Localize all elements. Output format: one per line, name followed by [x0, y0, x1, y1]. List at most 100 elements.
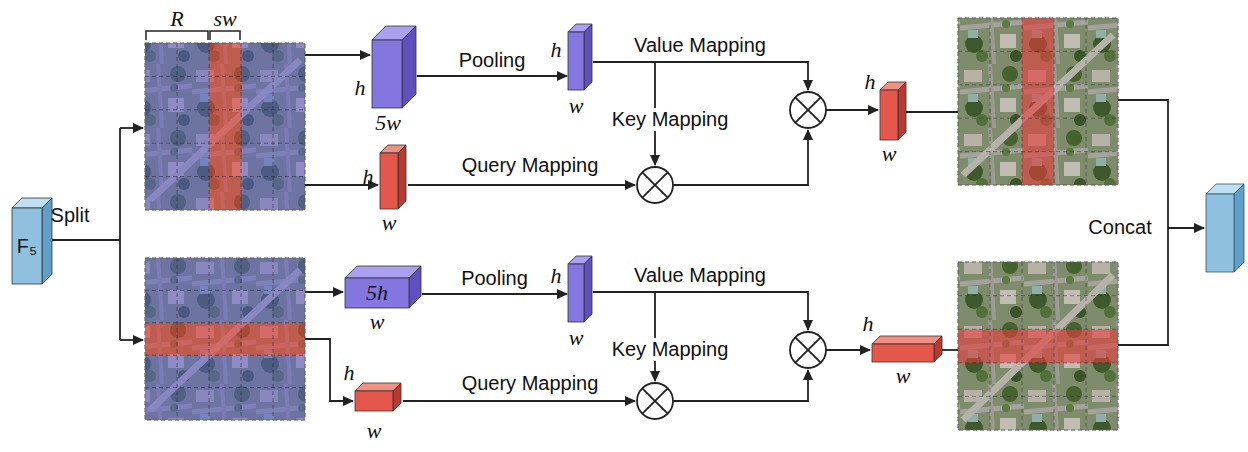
dimension-label: F₅ — [17, 235, 37, 258]
feature-tensor — [1206, 194, 1234, 272]
operation-label: Query Mapping — [462, 372, 599, 395]
tensor-block: hw — [880, 82, 906, 140]
flow-wire — [1168, 227, 1204, 229]
dimension-label: w — [882, 141, 897, 167]
tensor-face — [872, 344, 934, 362]
multiply-symbol — [642, 388, 667, 413]
aerial-image — [958, 18, 1118, 185]
aerial-image — [145, 43, 305, 210]
tensor-face — [409, 266, 421, 308]
dimension-label: h — [863, 311, 874, 337]
dimension-label: h — [551, 37, 562, 63]
tensor-face — [584, 24, 592, 90]
tensor-cube — [568, 24, 592, 90]
flow-wire — [120, 127, 143, 129]
flow-wire — [673, 130, 808, 185]
multiply-symbol — [637, 92, 826, 419]
flow-wire — [1118, 228, 1168, 345]
aerial-image — [958, 262, 1118, 430]
aerial-image — [145, 43, 305, 210]
tensor-cube — [355, 383, 401, 411]
dimension-label: h — [363, 164, 374, 190]
flow-wire — [52, 239, 120, 241]
tensor-face — [568, 264, 584, 322]
flow-wire — [305, 54, 370, 56]
dimension-label: 5h — [366, 280, 388, 306]
dimension-label: w — [896, 363, 911, 389]
tensor-block: hw — [380, 145, 406, 209]
tensor-cube — [372, 26, 416, 108]
tensor-face — [393, 383, 401, 411]
tensor-face — [345, 266, 421, 278]
flow-wire — [593, 62, 808, 90]
dimension-label: w — [569, 325, 584, 351]
dimension-label: h — [865, 69, 876, 95]
flow-arrow — [417, 75, 567, 77]
tensor-face — [872, 336, 942, 344]
flow-wire — [52, 55, 1204, 401]
dimension-label: h — [551, 263, 562, 289]
tensor-cube — [880, 82, 906, 140]
tensor-cube — [568, 256, 592, 322]
aerial-image — [958, 329, 1118, 363]
flow-wire — [826, 109, 878, 111]
tensor-face — [880, 90, 898, 140]
dimension-label: 5w — [375, 110, 401, 136]
aerial-image — [145, 258, 305, 420]
feature-tensor — [1206, 184, 1244, 272]
aerial-image — [1022, 18, 1054, 185]
flow-wire — [403, 400, 635, 402]
flow-wire — [593, 292, 808, 330]
aerial-image — [958, 18, 1118, 185]
tensor-face — [934, 336, 942, 362]
dimension-label: h — [344, 360, 355, 386]
flow-wire — [826, 349, 870, 351]
aerial-image — [958, 18, 1118, 185]
tensor-face — [568, 32, 584, 90]
dimension-label: h — [355, 75, 366, 101]
flow-wire — [305, 291, 343, 293]
dimension-label: w — [382, 210, 397, 236]
operation-label: Split — [51, 204, 90, 227]
flow-wire — [654, 292, 656, 381]
tensor-face — [898, 82, 906, 140]
dimension-label: w — [370, 309, 385, 335]
dimension-label: w — [367, 418, 382, 444]
tensor-face — [372, 40, 402, 108]
tensor-face — [345, 278, 409, 308]
operation-label: Key Mapping — [609, 338, 732, 361]
operation-label: Pooling — [459, 49, 526, 72]
multiply-symbol — [795, 337, 820, 362]
aerial-image — [958, 262, 1118, 430]
aerial-image — [958, 18, 1118, 185]
multiply-symbol — [642, 172, 667, 197]
aerial-image — [145, 43, 305, 210]
tensor-block: h5w — [372, 26, 416, 108]
tensor-face — [355, 391, 393, 411]
feature-tensor — [1234, 184, 1244, 272]
flow-arrow — [422, 293, 567, 295]
aerial-image — [958, 262, 1118, 430]
aerial-image — [145, 323, 305, 355]
multiply-symbol — [637, 167, 673, 203]
tensor-face — [584, 256, 592, 322]
flow-wire — [120, 339, 143, 341]
multiply-symbol — [795, 97, 820, 122]
dimension-bracket — [146, 31, 240, 40]
aerial-image — [145, 258, 305, 420]
aerial-image — [145, 258, 305, 420]
dimension-label: R — [170, 6, 183, 31]
operation-label: Key Mapping — [609, 108, 732, 131]
flow-wire — [673, 370, 808, 401]
operation-label: Pooling — [461, 267, 528, 290]
tensor-face — [398, 145, 406, 209]
flow-wire — [1118, 100, 1168, 228]
flow-wire — [119, 128, 121, 340]
tensor-block: hw — [872, 336, 942, 362]
tensor-cube — [380, 145, 406, 209]
tensor-face — [42, 198, 52, 284]
tensor-block: 5hw — [345, 266, 421, 308]
